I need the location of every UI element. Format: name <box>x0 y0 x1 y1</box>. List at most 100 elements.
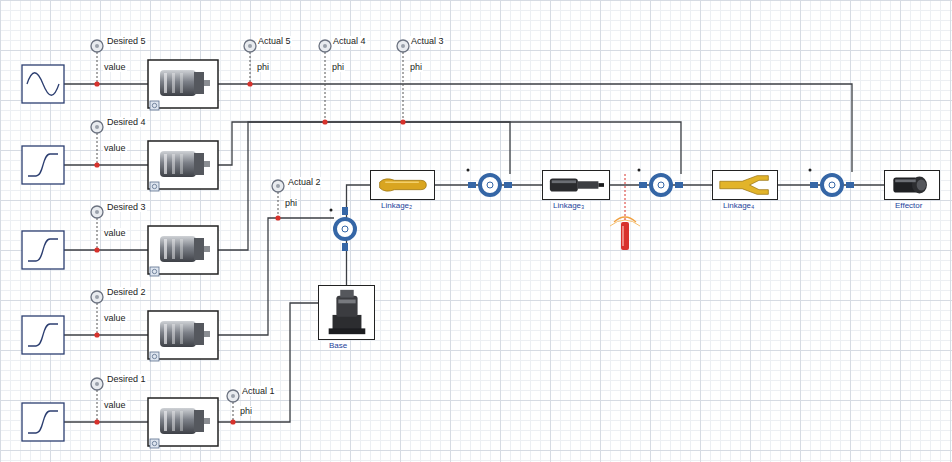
part-icon <box>884 170 940 200</box>
signal-label: value <box>103 228 127 238</box>
component-name: Base <box>328 341 348 350</box>
drawing-part <box>340 290 353 298</box>
drawing-part <box>338 299 355 303</box>
drawing-part <box>809 169 812 172</box>
drawing-part <box>91 121 103 133</box>
signal-label: phi <box>256 62 270 72</box>
body-block: Base <box>318 285 375 340</box>
drawing-part <box>91 206 103 218</box>
body-block: Linkage₄ <box>712 170 778 200</box>
drawing-part <box>227 390 239 402</box>
drawing-part <box>397 40 409 52</box>
signal-label: phi <box>284 198 298 208</box>
drawing-part <box>639 175 683 195</box>
component-name: Effector <box>894 201 923 210</box>
part-icon <box>712 170 778 200</box>
drawing-part <box>91 291 103 303</box>
drawing-part <box>622 226 624 246</box>
drawing-part <box>403 52 404 122</box>
drawing-part <box>885 171 939 199</box>
body-block: Linkage₃ <box>542 170 610 200</box>
drawing-part <box>319 286 374 339</box>
drawing-part <box>380 179 427 191</box>
drawing-part <box>720 176 769 195</box>
drawing-part <box>244 40 256 52</box>
drawing-part <box>97 52 98 84</box>
drawing-part <box>335 207 355 251</box>
drawing-part <box>148 398 218 448</box>
drawing-part <box>64 334 148 335</box>
drawing-part <box>550 178 578 191</box>
drawing-part <box>275 215 280 220</box>
drawing-part <box>917 179 926 190</box>
component-name: Linkage₄ <box>722 201 755 210</box>
signal-label: phi <box>239 406 253 416</box>
drawing-part <box>552 180 576 183</box>
signal-label: value <box>103 62 127 72</box>
drawing-part <box>97 218 98 250</box>
drawing-part <box>22 316 64 354</box>
part-icon <box>318 285 375 340</box>
drawing-part <box>400 119 405 124</box>
drawing-part <box>247 81 252 86</box>
drawing-part <box>94 332 99 337</box>
drawing-part <box>272 180 284 192</box>
signal-label: value <box>103 313 127 323</box>
signal-label: Actual 2 <box>287 177 322 187</box>
drawing-part <box>713 171 777 199</box>
drawing-part <box>22 403 64 441</box>
drawing-part <box>22 146 64 184</box>
drawing-part <box>22 65 64 103</box>
drawing-part <box>895 179 916 182</box>
drawing-part <box>97 133 98 165</box>
drawing-part <box>218 303 318 422</box>
drawing-part <box>148 141 218 191</box>
signal-label: phi <box>409 62 423 72</box>
signal-label: phi <box>331 62 345 72</box>
drawing-part <box>97 52 403 422</box>
drawing-part <box>64 421 148 422</box>
drawing-part <box>578 181 599 188</box>
signal-label: Actual 3 <box>410 36 445 46</box>
signal-label: Desired 3 <box>106 202 147 212</box>
signal-label: Actual 5 <box>257 36 292 46</box>
drawing-part <box>218 122 681 250</box>
drawing-part <box>64 249 148 250</box>
drawing-part <box>543 171 609 199</box>
drawing-part <box>329 328 366 334</box>
drawing-part <box>335 207 355 251</box>
drawing-part <box>638 169 641 172</box>
drawing-part <box>97 390 98 422</box>
drawing-part <box>64 84 852 422</box>
drawing-part <box>97 303 98 335</box>
drawing-part <box>218 218 334 335</box>
drawing-part <box>385 181 419 182</box>
signal-label: Desired 4 <box>106 117 147 127</box>
drawing-part <box>91 40 103 52</box>
drawing-part <box>330 169 812 212</box>
drawing-part <box>94 81 99 86</box>
drawing-part <box>218 84 852 172</box>
signal-label: value <box>103 143 127 153</box>
drawing-part <box>322 119 327 124</box>
drawing-part <box>91 378 103 390</box>
drawing-part <box>64 164 148 165</box>
signal-label: Desired 2 <box>106 287 147 297</box>
drawing-part <box>148 311 218 361</box>
drawing-part <box>233 402 234 422</box>
drawing-part <box>467 169 470 172</box>
drawing-part <box>148 60 218 110</box>
drawing-part <box>148 226 218 276</box>
drawing-part <box>64 83 148 84</box>
drawing-part <box>94 162 99 167</box>
drawing-part <box>250 52 251 84</box>
drawing-part <box>336 296 357 317</box>
drawing-part <box>610 174 640 250</box>
body-block: Effector <box>884 170 940 200</box>
drawing-part <box>319 40 331 52</box>
component-name: Linkage₂ <box>380 201 413 210</box>
drawing-part <box>912 177 927 194</box>
signal-label: Desired 1 <box>106 374 147 384</box>
